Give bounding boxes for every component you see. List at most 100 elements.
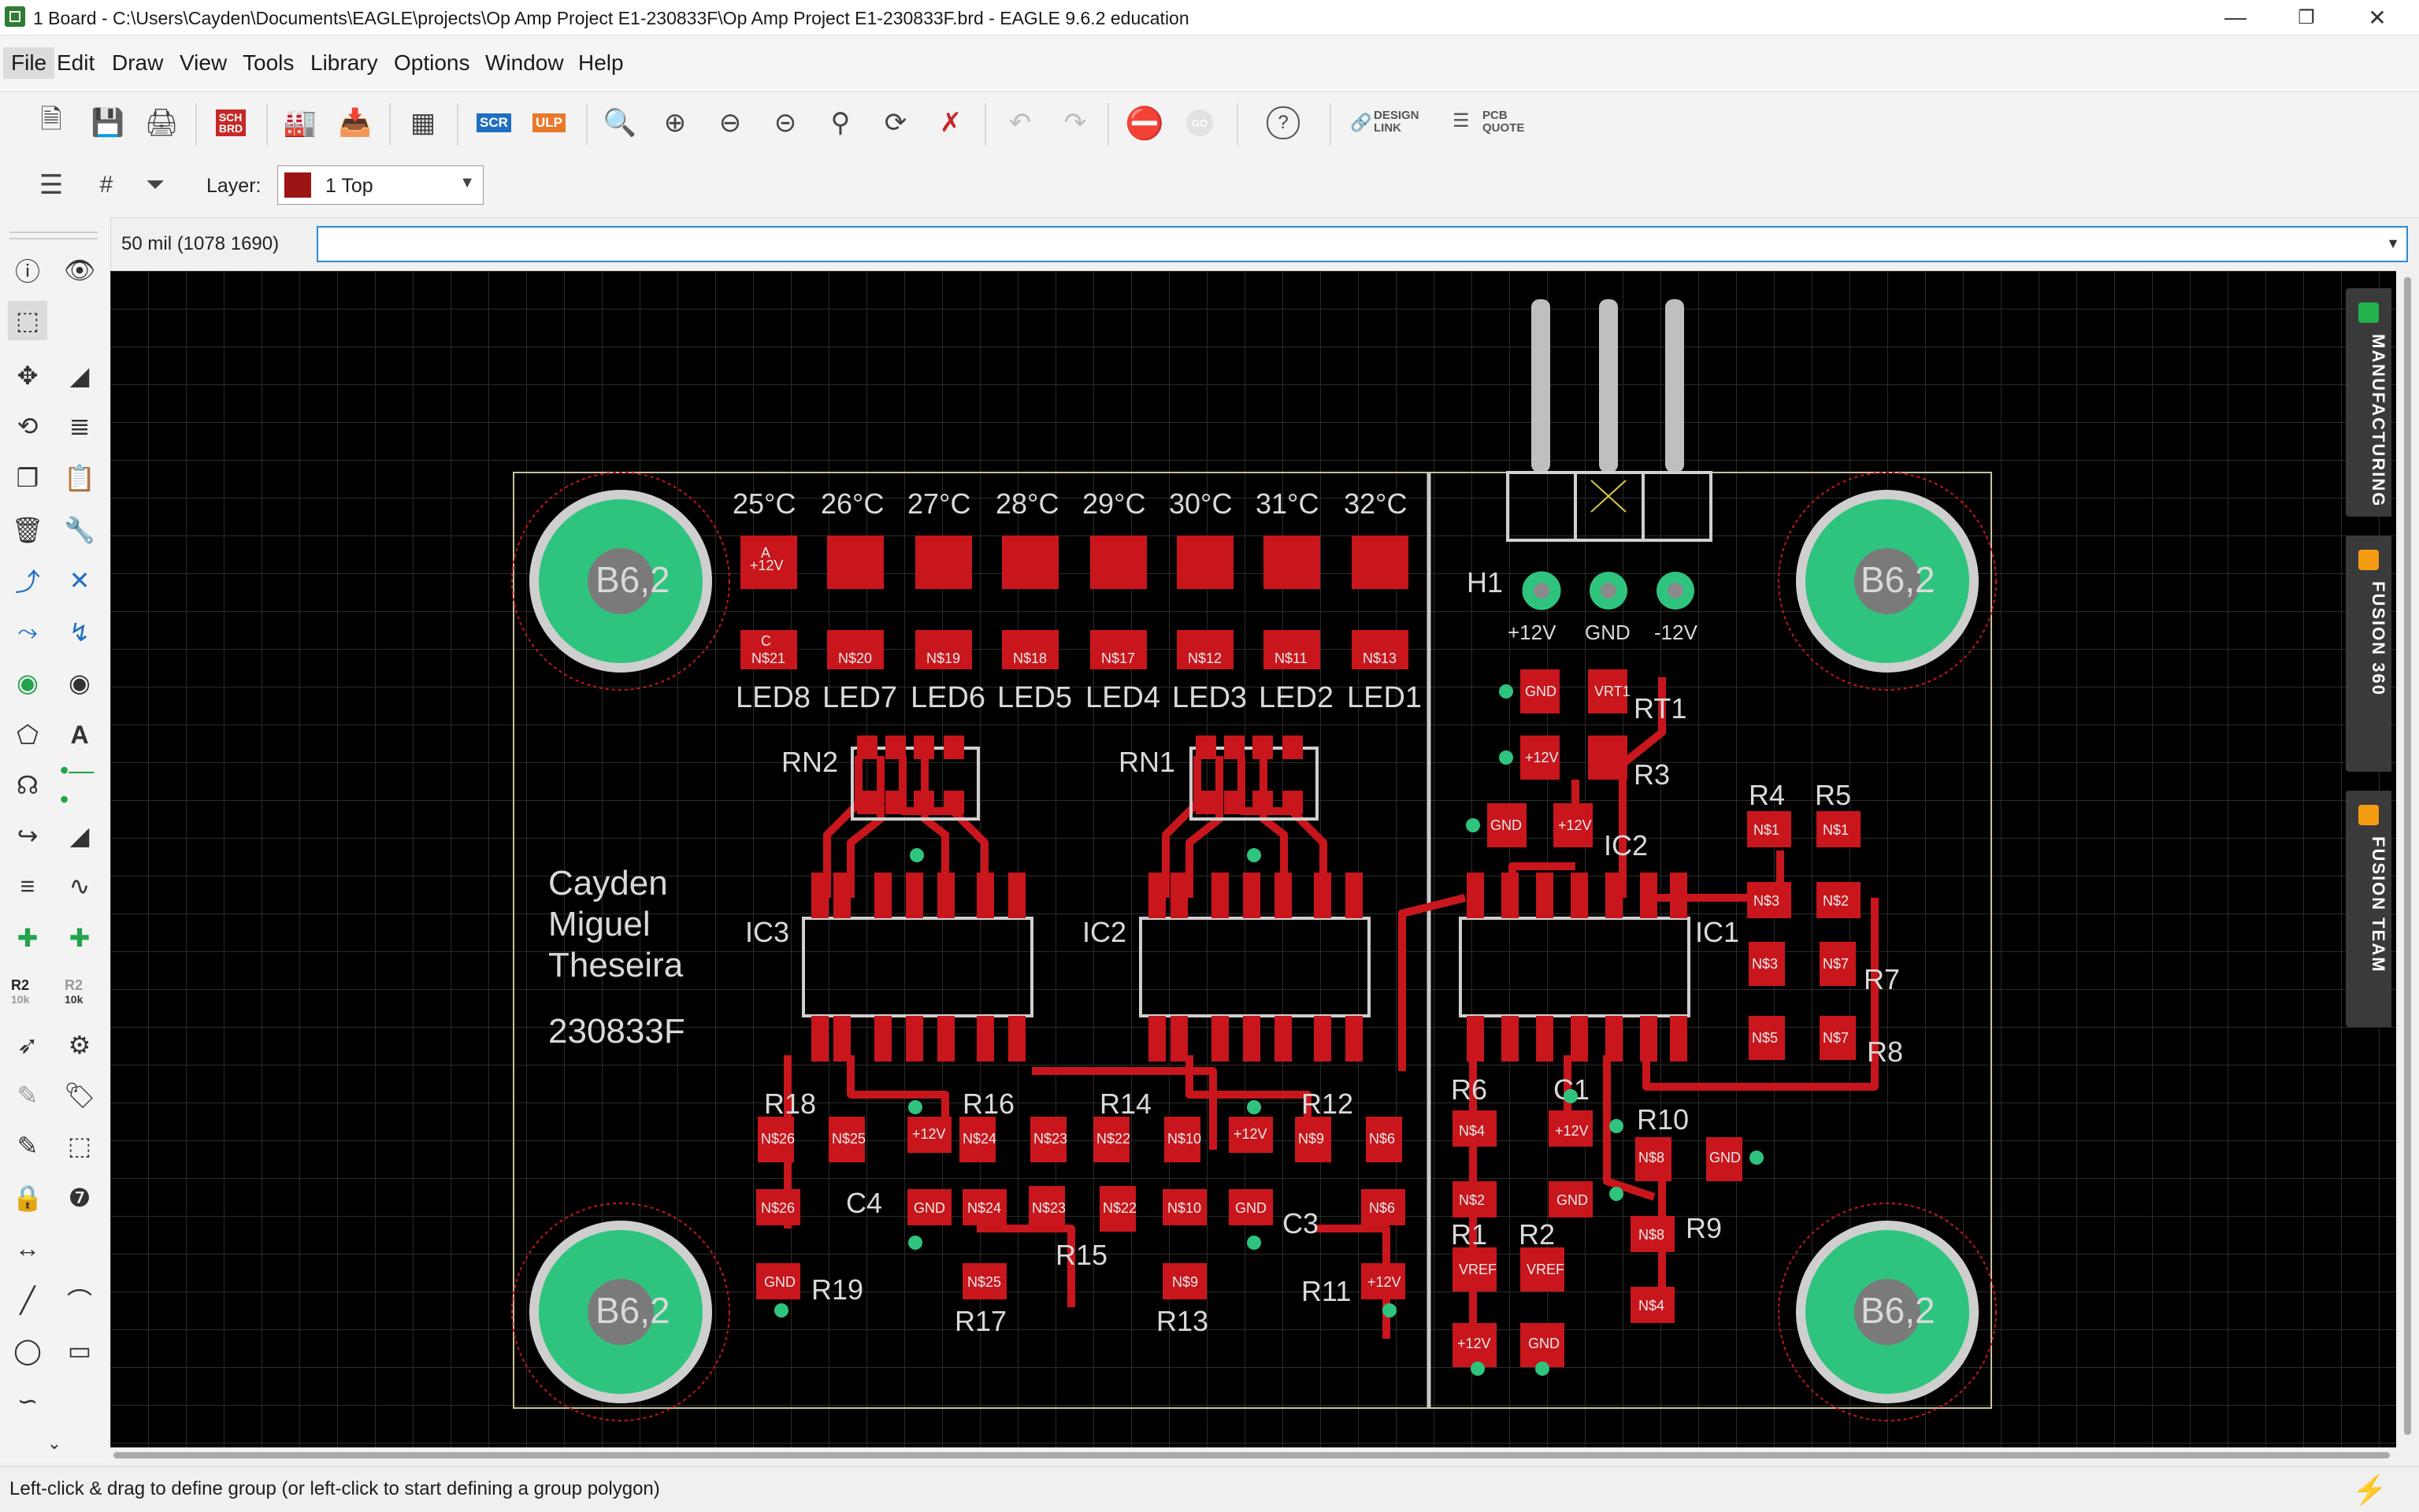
menu-draw[interactable]: Draw: [112, 50, 164, 75]
info-icon[interactable]: ⓘ: [14, 258, 40, 286]
tab-fusion-team[interactable]: FUSION TEAM: [2346, 791, 2391, 1027]
help-button[interactable]: ?: [1262, 102, 1304, 144]
bus-icon[interactable]: ↪: [17, 821, 39, 850]
scrollbar-thumb[interactable]: [2404, 277, 2411, 1435]
horizontal-scrollbar[interactable]: [110, 1447, 2396, 1463]
menu-view[interactable]: View: [180, 50, 228, 75]
new-file-icon[interactable]: 🗎: [40, 104, 62, 135]
signal-icon[interactable]: ☊: [16, 771, 39, 799]
route-icon[interactable]: ⤴: [14, 568, 40, 596]
ratsnest-icon[interactable]: ✗: [939, 108, 963, 138]
menu-library[interactable]: Library: [310, 50, 378, 75]
layer-select[interactable]: 1 Top ▼: [277, 165, 484, 205]
add-part-icon[interactable]: ✚: [17, 924, 39, 952]
tab-manufacturing[interactable]: MANUFACTURING: [2346, 288, 2391, 517]
filter-icon[interactable]: ⏷: [146, 172, 165, 198]
group-select-icon[interactable]: ⬚: [8, 301, 47, 340]
grid-icon[interactable]: #: [99, 172, 113, 198]
r15-label: R15: [1056, 1239, 1107, 1271]
zoom-fit-icon[interactable]: 🔍: [603, 108, 637, 138]
tab-fusion-360[interactable]: FUSION 360: [2346, 536, 2391, 772]
arc-icon[interactable]: ⌒: [66, 1288, 92, 1316]
paint-roller-icon[interactable]: ✎: [17, 1132, 39, 1160]
miter-icon[interactable]: ◢: [69, 821, 90, 850]
change-icon[interactable]: ⚙: [68, 1031, 91, 1059]
copy-icon[interactable]: ❐: [16, 464, 39, 492]
via-icon[interactable]: ◉: [17, 669, 39, 697]
led-net-label: N$21: [751, 650, 785, 666]
print-icon[interactable]: 🖨: [144, 108, 179, 138]
rt1-label: RT1: [1634, 692, 1686, 724]
polygon-icon[interactable]: ⬠: [17, 721, 39, 749]
zoom-out-icon[interactable]: ⊖: [718, 108, 742, 138]
text-icon[interactable]: A: [70, 720, 89, 749]
label-icon[interactable]: ❼: [68, 1184, 91, 1212]
circle-icon[interactable]: ◯: [13, 1336, 42, 1365]
mirror-icon[interactable]: ◢: [69, 361, 90, 390]
redraw-icon[interactable]: ⟳: [884, 108, 907, 138]
script-button[interactable]: SCR: [473, 102, 515, 144]
close-button[interactable]: ✕: [2368, 5, 2387, 30]
board-canvas[interactable]: B6,2 B6,2 B6,2 B6,2 Cayden Miguel Thesei…: [110, 271, 2396, 1447]
show-icon[interactable]: 👁: [63, 256, 96, 284]
meander-icon[interactable]: ≡: [20, 871, 35, 900]
sch-brd-switch-icon[interactable]: SCH BRD: [210, 102, 252, 144]
layer-settings-icon[interactable]: ☰: [39, 170, 64, 200]
go-button[interactable]: GO: [1178, 102, 1221, 144]
wire-icon[interactable]: •—•: [60, 756, 95, 813]
save-icon[interactable]: 💾: [91, 108, 125, 138]
move-icon[interactable]: ✥: [17, 361, 39, 390]
delete-icon[interactable]: 🗑: [11, 516, 44, 544]
menu-file[interactable]: File: [3, 47, 55, 79]
export-icon[interactable]: 📥: [338, 108, 373, 138]
design-link-button[interactable]: DESIGN LINK: [1374, 109, 1419, 135]
menu-tools[interactable]: Tools: [243, 50, 295, 75]
zoom-last-icon[interactable]: ⊝: [774, 108, 797, 138]
replace-icon[interactable]: ✚: [69, 924, 91, 952]
slice-icon[interactable]: ↯: [69, 618, 91, 647]
ulp-button[interactable]: ULP: [528, 102, 570, 144]
split-icon[interactable]: ⤳: [17, 617, 38, 646]
menu-window[interactable]: Window: [485, 50, 564, 75]
rectangle-icon[interactable]: ▭: [67, 1336, 92, 1365]
dimension-icon[interactable]: ⬚: [67, 1132, 92, 1160]
name-tool[interactable]: R2 10k: [11, 978, 29, 1006]
smash-icon[interactable]: ➶: [17, 1031, 39, 1059]
zoom-in-icon[interactable]: ⊕: [663, 108, 687, 138]
3d-view-icon[interactable]: ▦: [410, 108, 436, 138]
stop-icon[interactable]: ⛔: [1125, 106, 1164, 141]
paint-icon[interactable]: ✎: [17, 1081, 39, 1110]
wrench-icon[interactable]: 🔧: [64, 516, 95, 544]
ripup-icon[interactable]: ✕: [69, 566, 91, 595]
undo-icon[interactable]: ↶: [1008, 108, 1032, 138]
attribute-icon[interactable]: 🏷: [63, 1081, 96, 1110]
optimize-icon[interactable]: ↔: [15, 1233, 40, 1262]
align-icon[interactable]: ≣: [69, 412, 91, 440]
chevron-down-icon[interactable]: ▼: [2386, 235, 2400, 251]
tune-icon[interactable]: ∿: [69, 872, 91, 900]
vertical-scrollbar[interactable]: [2396, 271, 2419, 1447]
scrollbar-thumb[interactable]: [113, 1452, 2390, 1458]
menu-help[interactable]: Help: [578, 50, 624, 75]
zoom-select-icon[interactable]: ⚲: [830, 108, 851, 138]
chevron-down-icon[interactable]: ⌄: [46, 1433, 62, 1453]
cam-processor-icon[interactable]: 🏭: [283, 108, 317, 138]
minimize-button[interactable]: —: [2224, 5, 2246, 29]
polygon-fill-icon[interactable]: ◉: [69, 669, 91, 697]
lightning-icon[interactable]: ⚡: [2352, 1473, 2387, 1506]
tool-palette: ⓘ 👁 ⬚ ✥ ◢ ⟲ ≣ ❐ 📋 🗑 🔧 ⤴ ✕ ⤳ ↯ ◉ ◉ ⬠ A ☊ …: [0, 217, 111, 1463]
pad-net-label: N$22: [1103, 1200, 1137, 1216]
line-icon[interactable]: ╱: [20, 1286, 35, 1314]
menu-options[interactable]: Options: [394, 50, 470, 75]
paste-icon[interactable]: 📋: [64, 464, 95, 492]
menu-edit[interactable]: Edit: [57, 50, 95, 75]
pcb-quote-button[interactable]: PCB QUOTE: [1482, 109, 1525, 135]
lock-icon[interactable]: 🔒: [12, 1184, 43, 1212]
command-line-input[interactable]: ▼: [317, 226, 2408, 262]
spline-icon[interactable]: ∽: [17, 1387, 39, 1415]
value-tool[interactable]: R2 10k: [65, 978, 83, 1006]
redo-icon[interactable]: ↷: [1063, 108, 1087, 138]
pad-gnd-label: GND: [1525, 684, 1556, 699]
maximize-button[interactable]: ❐: [2298, 6, 2315, 28]
rotate-icon[interactable]: ⟲: [17, 412, 39, 440]
